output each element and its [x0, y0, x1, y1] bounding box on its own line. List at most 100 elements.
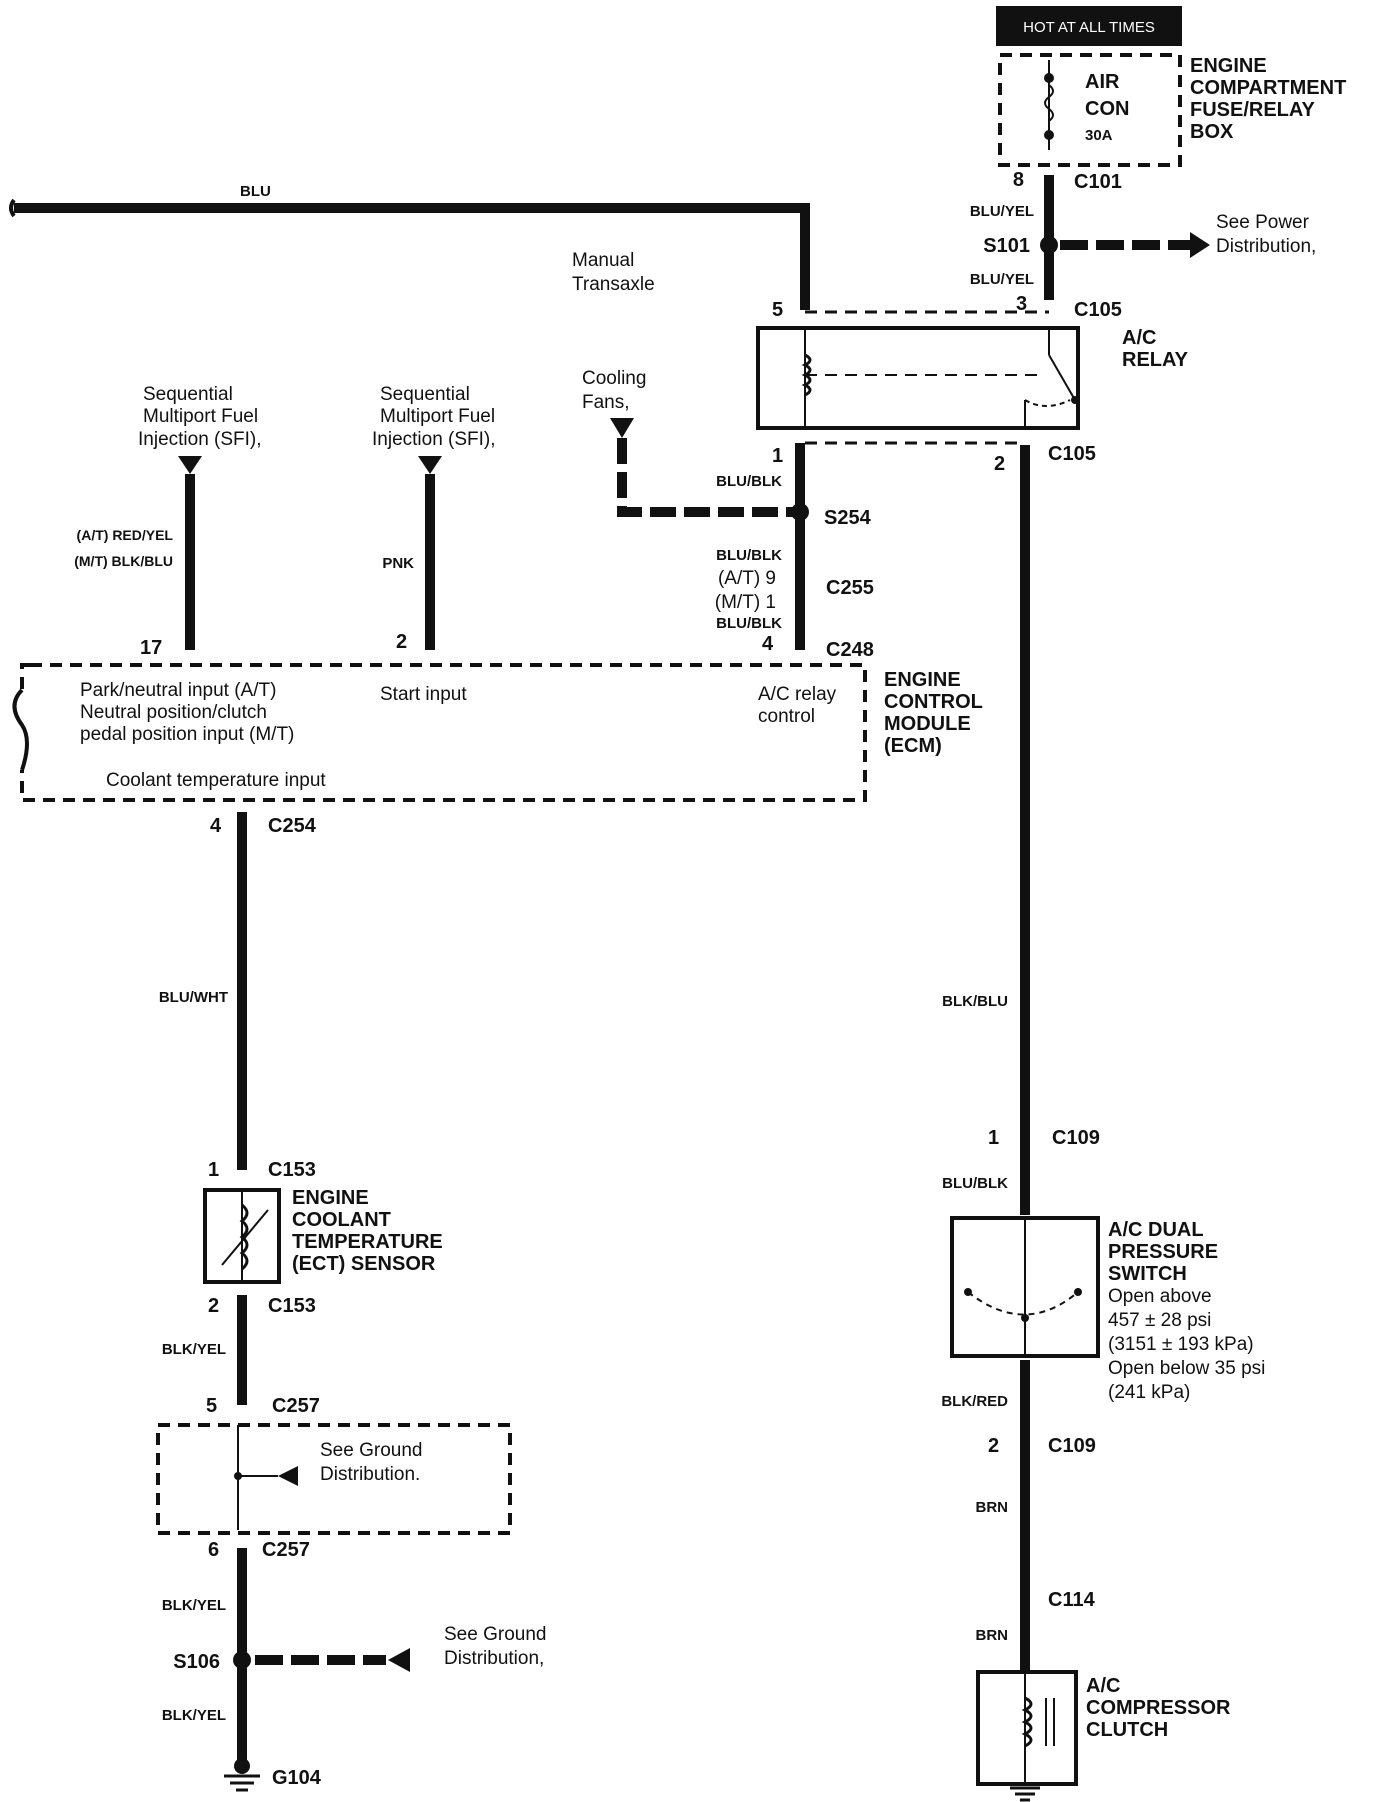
wire-mt-label: (M/T) BLK/BLU: [74, 553, 173, 569]
s106-splice: [233, 1651, 251, 1669]
cooling-fans-1: Cooling: [582, 368, 646, 389]
svg-text:Open below 35 psi: Open below 35 psi: [1108, 1358, 1265, 1379]
svg-text:(ECM): (ECM): [884, 735, 942, 757]
s101-arrow-icon: [1190, 232, 1210, 258]
see-ground-1-line2: Distribution.: [320, 1464, 420, 1485]
relay-title-1: A/C: [1122, 327, 1156, 349]
c248-pin-2: 2: [396, 631, 407, 653]
c255-label: C255: [826, 577, 874, 599]
hot-badge: [996, 6, 1182, 46]
c257-bottom-pin: 6: [208, 1539, 219, 1561]
sfi2-line3: Injection (SFI),: [372, 429, 496, 450]
sfi1-line3: Injection (SFI),: [138, 429, 262, 450]
c101-pin: 8: [1013, 169, 1024, 191]
c109-top-pin: 1: [988, 1127, 999, 1149]
dual-switch-title: A/C DUAL PRESSURE SWITCH: [1108, 1219, 1218, 1285]
fuse-icon: [1044, 84, 1054, 122]
wire-blu-label: BLU: [240, 183, 271, 200]
dual-switch-spec: Open above 457 ± 28 psi (3151 ± 193 kPa)…: [1108, 1286, 1265, 1403]
svg-text:ENGINE: ENGINE: [292, 1187, 369, 1209]
sfi2-arrow-icon: [418, 456, 442, 474]
c109-bottom-pin: 2: [988, 1435, 999, 1457]
fuse-line2: CON: [1085, 98, 1129, 120]
svg-text:(241 kPa): (241 kPa): [1108, 1382, 1190, 1403]
wire-blu-yel-1-label: BLU/YEL: [970, 203, 1034, 220]
hot-badge-text: HOT AT ALL TIMES: [1023, 19, 1155, 36]
c257-top-label: C257: [272, 1395, 320, 1417]
fuse-line1: AIR: [1085, 71, 1120, 93]
fuse-box-outline: [998, 53, 1182, 167]
wire-blu: [14, 203, 810, 310]
ect-sensor-box: [203, 1188, 281, 1284]
wire-pnk-label: PNK: [382, 555, 414, 572]
ecm-input1-1: Park/neutral input (A/T): [80, 680, 276, 701]
relay-node: [1071, 396, 1079, 404]
c257-ground-arrow-icon: [278, 1466, 298, 1486]
clutch-ground-icon: [1010, 1786, 1040, 1802]
c248-pin-4: 4: [762, 633, 774, 655]
c153-top-label: C153: [268, 1159, 316, 1181]
c114-label: C114: [1048, 1589, 1096, 1611]
svg-text:ENGINE: ENGINE: [1190, 55, 1267, 77]
see-power-2: Distribution,: [1216, 236, 1316, 257]
fuse-node-top: [1044, 73, 1054, 83]
ect-variable-arrow: [221, 1209, 269, 1266]
cooling-fans-2: Fans,: [582, 392, 630, 413]
s106-label: S106: [173, 1651, 220, 1673]
s254-splice: [791, 503, 809, 521]
wire-blk-yel-2-label: BLK/YEL: [162, 1597, 226, 1614]
wire-blk-yel-1-label: BLK/YEL: [162, 1341, 226, 1358]
s106-arrow-icon: [388, 1648, 410, 1672]
ect-thermistor-icon: [239, 1203, 249, 1271]
manual-transaxle-1: Manual: [572, 250, 634, 271]
sfi1-arrow-icon: [178, 456, 202, 474]
cooling-fans-arrow-icon: [610, 418, 634, 438]
svg-text:MODULE: MODULE: [884, 713, 971, 735]
c105-top-pin-left: 5: [772, 299, 783, 321]
svg-text:FUSE/RELAY: FUSE/RELAY: [1190, 99, 1316, 121]
c255-at: (A/T) 9: [718, 568, 776, 589]
c248-label: C248: [826, 639, 874, 661]
wire-at-label: (A/T) RED/YEL: [77, 527, 174, 543]
ecm-input4: Coolant temperature input: [106, 770, 326, 791]
svg-text:COOLANT: COOLANT: [292, 1209, 391, 1231]
sfi1-line1: Sequential: [143, 384, 233, 405]
ecm-break-icon: [12, 688, 29, 771]
wire-brn-1-label: BRN: [976, 1499, 1009, 1516]
relay-title-2: RELAY: [1122, 349, 1189, 371]
ecm-input1-2: Neutral position/clutch: [80, 702, 267, 723]
ecm-title: ENGINE CONTROL MODULE (ECM): [884, 669, 983, 757]
wire-brn-2-label: BRN: [976, 1627, 1009, 1644]
sfi2-line2: Multiport Fuel: [380, 406, 495, 427]
c257-top-pin: 5: [206, 1395, 217, 1417]
dual-switch-box: [950, 1216, 1100, 1358]
wire-break-icon: [9, 198, 16, 218]
c255-mt: (M/T) 1: [715, 592, 776, 613]
c105-top-label: C105: [1074, 299, 1122, 321]
c254-pin: 4: [210, 815, 222, 837]
fuse-box-title: ENGINE COMPARTMENT FUSE/RELAY BOX: [1190, 55, 1346, 143]
wire-blu-blk-3-label: BLU/BLK: [716, 615, 782, 632]
see-ground-2-line2: Distribution,: [444, 1648, 544, 1669]
see-ground-1-line1: See Ground: [320, 1440, 422, 1461]
c105-bottom-pin-right: 2: [994, 453, 1005, 475]
svg-text:ENGINE: ENGINE: [884, 669, 961, 691]
clutch-box: [976, 1670, 1078, 1786]
c101-label: C101: [1074, 171, 1122, 193]
wire-blk-blu-label: BLK/BLU: [942, 993, 1008, 1010]
sfi1-line2: Multiport Fuel: [143, 406, 258, 427]
fuse-rating: 30A: [1085, 127, 1113, 144]
svg-text:(3151 ± 193 kPa): (3151 ± 193 kPa): [1108, 1334, 1254, 1355]
svg-text:A/C: A/C: [1086, 1675, 1120, 1697]
ecm-input1-3: pedal position input (M/T): [80, 724, 294, 745]
ecm-box: [20, 663, 867, 802]
svg-text:PRESSURE: PRESSURE: [1108, 1241, 1218, 1263]
svg-text:COMPRESSOR: COMPRESSOR: [1086, 1697, 1231, 1719]
ecm-input3-1: A/C relay: [758, 684, 837, 705]
c257-bottom-label: C257: [262, 1539, 310, 1561]
ecm-input2: Start input: [380, 684, 467, 705]
c109-bottom-label: C109: [1048, 1435, 1096, 1457]
svg-text:Open above: Open above: [1108, 1286, 1212, 1307]
clutch-coil-icon: [1021, 1696, 1033, 1748]
